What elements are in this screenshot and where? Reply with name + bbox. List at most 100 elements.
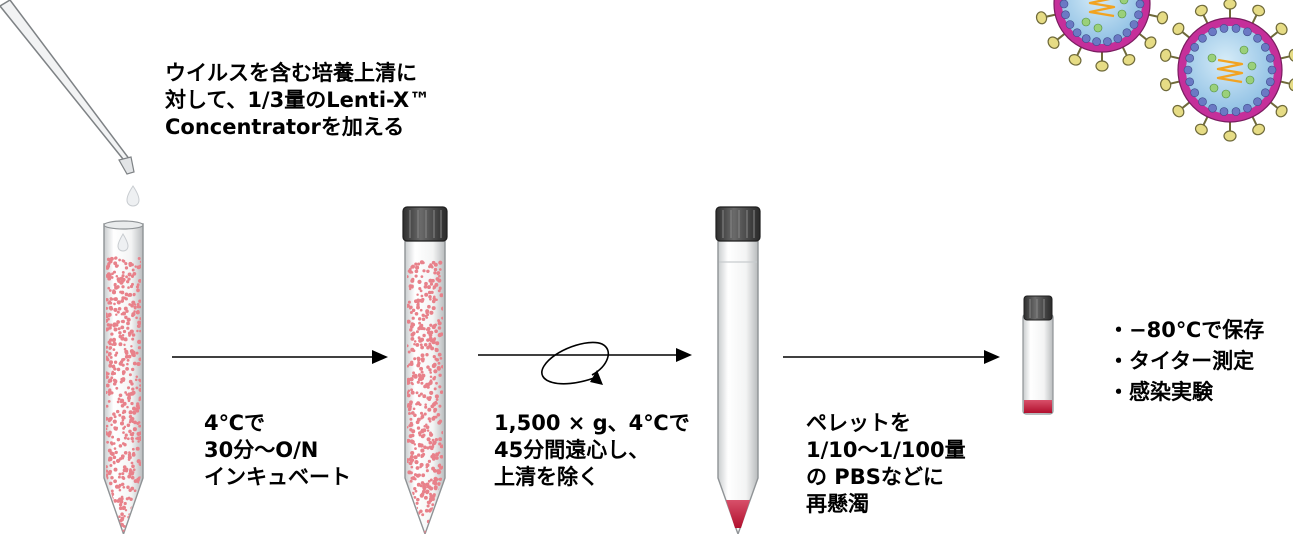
liquid-particle	[438, 385, 442, 389]
liquid-particle	[135, 518, 139, 522]
liquid-particle	[437, 321, 442, 326]
liquid-particle	[438, 463, 442, 467]
liquid-particle	[130, 475, 135, 480]
liquid-particle	[118, 506, 123, 511]
liquid-particle	[106, 404, 109, 408]
liquid-particle	[425, 489, 430, 494]
liquid-particle	[133, 523, 137, 527]
liquid-particle	[419, 308, 423, 312]
liquid-particle	[130, 401, 134, 406]
liquid-particle	[118, 342, 123, 347]
liquid-particle	[123, 425, 127, 429]
liquid-particle	[437, 521, 442, 526]
liquid-particle	[121, 274, 125, 278]
liquid-particle	[110, 376, 114, 380]
liquid-particle	[114, 450, 118, 455]
liquid-particle	[107, 448, 112, 453]
liquid-particle	[409, 400, 413, 405]
liquid-particle	[438, 437, 443, 442]
liquid-particle	[135, 446, 140, 451]
liquid-particle	[123, 343, 126, 347]
liquid-particle	[413, 413, 417, 418]
liquid-particle	[107, 510, 112, 515]
liquid-particle	[131, 367, 135, 372]
liquid-particle	[128, 379, 133, 384]
liquid-particle	[429, 371, 432, 374]
liquid-particle	[119, 380, 123, 384]
liquid-particle	[407, 490, 410, 495]
liquid-particle	[426, 385, 430, 389]
liquid-particle	[131, 447, 135, 451]
liquid-particle	[413, 529, 417, 533]
liquid-particle	[127, 354, 132, 359]
liquid-particle	[425, 469, 429, 473]
liquid-particle	[414, 269, 419, 274]
liquid-particle	[411, 316, 415, 320]
liquid-particle	[111, 435, 115, 439]
liquid-particle	[426, 365, 430, 369]
liquid-particle	[137, 421, 141, 424]
liquid-particle	[432, 354, 436, 359]
liquid-particle	[136, 288, 140, 293]
liquid-particle	[106, 431, 108, 434]
liquid-particle	[411, 264, 415, 269]
liquid-particle	[112, 455, 117, 460]
liquid-particle	[430, 346, 435, 351]
liquid-particle	[106, 306, 109, 310]
liquid-particle	[437, 326, 442, 330]
liquid-particle	[439, 530, 443, 534]
liquid-particle	[136, 283, 140, 287]
liquid-particle	[107, 286, 111, 290]
liquid-particle	[114, 285, 119, 290]
liquid-particle	[422, 486, 427, 491]
liquid-particle	[135, 386, 139, 390]
liquid-particle	[125, 275, 129, 279]
liquid-particle	[133, 306, 137, 310]
liquid-particle	[131, 524, 135, 528]
liquid-particle	[134, 407, 139, 412]
liquid-particle	[106, 465, 108, 469]
liquid-particle	[420, 370, 424, 374]
liquid-particle	[427, 304, 431, 309]
liquid-particle	[109, 355, 113, 359]
tube-icon	[103, 220, 144, 534]
liquid-particle	[120, 363, 124, 366]
liquid-particle	[437, 333, 442, 338]
liquid-particle	[438, 442, 442, 446]
liquid-particle	[434, 329, 438, 334]
liquid-particle	[107, 312, 112, 317]
liquid-particle	[416, 293, 419, 296]
liquid-particle	[423, 425, 426, 428]
liquid-particle	[427, 459, 432, 464]
liquid-particle	[434, 477, 439, 482]
liquid-particle	[408, 363, 411, 366]
liquid-particle	[438, 373, 442, 377]
liquid-particle	[108, 417, 113, 422]
liquid-particle	[113, 427, 117, 431]
liquid-particle	[108, 326, 112, 330]
capped-tube-icon	[715, 206, 761, 534]
liquid-particle	[419, 343, 423, 347]
liquid-particle	[407, 389, 411, 393]
liquid-particle	[413, 455, 418, 460]
liquid-particle	[429, 298, 432, 301]
liquid-particle	[116, 310, 120, 314]
liquid-particle	[435, 512, 438, 516]
liquid-particle	[419, 411, 424, 415]
liquid-particle	[109, 463, 113, 468]
liquid-particle	[136, 324, 141, 328]
liquid-particle	[409, 516, 414, 520]
liquid-particle	[421, 513, 425, 517]
liquid-particle	[122, 465, 127, 469]
liquid-particle	[407, 426, 409, 429]
liquid-particle	[115, 409, 120, 414]
liquid-particle	[430, 404, 435, 409]
liquid-particle	[407, 438, 411, 443]
liquid-particle	[112, 460, 116, 464]
liquid-particle	[136, 361, 141, 367]
liquid-particle	[413, 443, 417, 446]
liquid-particle	[420, 381, 424, 385]
liquid-particle	[137, 511, 141, 516]
